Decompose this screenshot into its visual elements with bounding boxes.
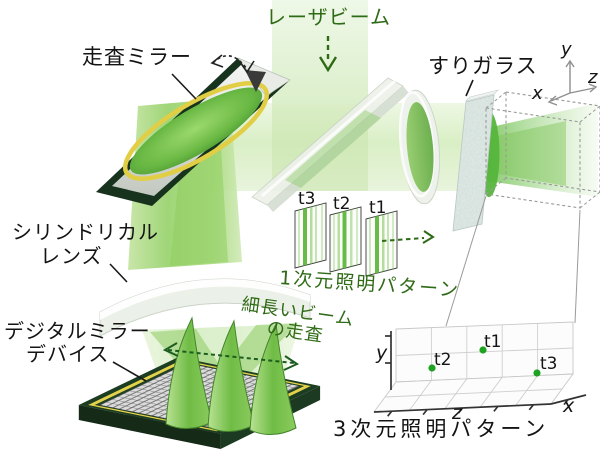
laser-beam-glyph <box>272 0 368 104</box>
dmd-label-line2: デバイス <box>26 342 110 366</box>
plot-point-t1-label: t1 <box>484 332 502 352</box>
plot-point-t3-label: t3 <box>540 354 558 374</box>
plot-3d <box>373 321 587 417</box>
scan-direction-arrow <box>162 342 300 371</box>
label-pointer-lines <box>109 73 474 382</box>
projection-lines <box>445 195 581 327</box>
ground-glass-graphic <box>452 89 499 232</box>
plot-3d-axes <box>373 331 587 417</box>
axis-z-label-top: z <box>588 67 598 88</box>
pattern-panels <box>294 202 398 277</box>
pattern-3d-caption: 3次元照明パターン <box>333 417 550 441</box>
laser-beam-label: レーザビーム <box>266 5 391 29</box>
scanning-mirror-label: 走査ミラー <box>82 45 192 69</box>
mirror-notch <box>245 70 266 92</box>
axis-y-label-top: y <box>561 39 572 60</box>
pattern-arrow <box>381 230 435 244</box>
pattern-panel-t2 <box>329 206 362 273</box>
beam-blades <box>165 316 297 435</box>
cylindrical-lens-label-line2: レンズ <box>40 244 103 268</box>
beam-splitter <box>251 77 409 212</box>
plot-axis-x-label: x <box>563 395 575 417</box>
scanning-mirror-graphic <box>96 57 291 206</box>
panel-t1-label: t1 <box>369 198 387 218</box>
pattern-panel-t3 <box>294 202 327 269</box>
plot-3d-points <box>428 346 541 377</box>
dmd-label-line1: デジタルミラー <box>4 319 151 343</box>
plot-axis-y-label: y <box>376 342 388 364</box>
laser-direction-arrow <box>318 36 338 73</box>
plot-axis-z-label: z <box>452 402 462 424</box>
cylindrical-lens-label-line1: シリンドリカル <box>12 220 159 244</box>
spherical-lens <box>398 89 441 205</box>
panel-t2-label: t2 <box>333 194 351 214</box>
panel-t3-label: t3 <box>298 189 316 209</box>
mirror-rotation-arrow <box>210 54 255 74</box>
measurement-volume-box <box>485 91 600 209</box>
pattern-panel-t1 <box>365 210 398 277</box>
cylindrical-lens-graphic <box>99 278 311 337</box>
coordinate-axes-icon <box>547 59 598 106</box>
ground-glass-label: すりガラス <box>428 54 538 78</box>
axis-x-label-top: x <box>532 83 543 104</box>
plot-point-t2-label: t2 <box>434 350 452 370</box>
